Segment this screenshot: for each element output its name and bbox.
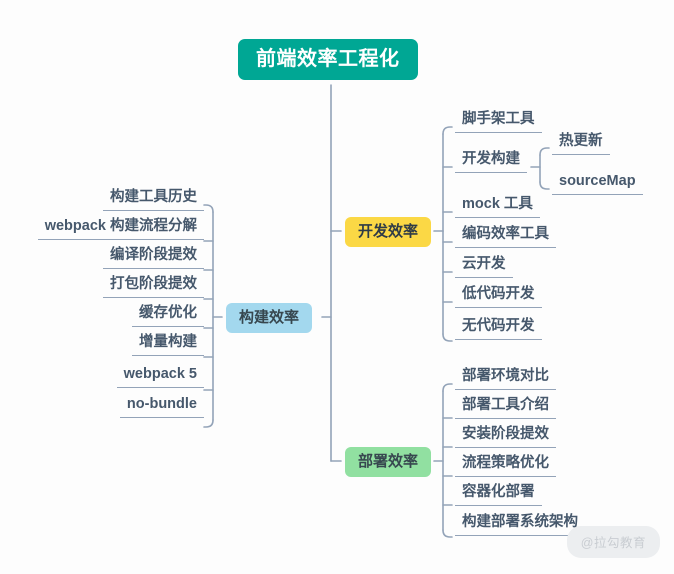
connector-dev-child-1 (442, 126, 453, 135)
connector-build-child-8 (203, 419, 214, 428)
connector-devbuild-child-1 (539, 147, 550, 156)
leaf-node-label: sourceMap (559, 173, 636, 189)
leaf-node[interactable]: 无代码开发 (455, 315, 542, 341)
root-node-label: 前端效率工程化 (256, 48, 400, 70)
leaf-node[interactable]: sourceMap (552, 170, 643, 196)
leaf-node[interactable]: 缓存优化 (132, 302, 204, 328)
leaf-node[interactable]: 打包阶段提效 (103, 273, 204, 299)
leaf-node[interactable]: webpack 5 (116, 363, 204, 389)
leaf-node[interactable]: 安装阶段提效 (455, 423, 556, 449)
leaf-node-label: 脚手架工具 (462, 111, 535, 127)
leaf-node-label: no-bundle (126, 396, 197, 412)
leaf-node[interactable]: 流程策略优化 (455, 452, 556, 478)
leaf-node[interactable]: 部署环境对比 (455, 365, 556, 391)
leaf-node-label: 部署环境对比 (462, 368, 549, 384)
leaf-node-label: 部署工具介绍 (462, 397, 549, 413)
connector-devbuild-child-2 (539, 181, 550, 190)
leaf-node-label: 增量构建 (139, 334, 197, 350)
leaf-node[interactable]: 构建工具历史 (103, 186, 204, 212)
leaf-node[interactable]: 构建部署系统架构 (455, 511, 585, 537)
leaf-node-label: 编译阶段提效 (110, 247, 197, 263)
branch-node-build[interactable]: 构建效率 (226, 303, 313, 333)
branch-node-dev[interactable]: 开发效率 (345, 217, 432, 247)
leaf-node[interactable]: 开发构建 (455, 148, 527, 174)
leaf-node[interactable]: 编码效率工具 (455, 223, 556, 249)
leaf-node-label: 云开发 (462, 256, 506, 272)
leaf-node[interactable]: webpack 构建流程分解 (37, 215, 204, 241)
branch-node-dev-label: 开发效率 (358, 223, 419, 240)
branch-node-build-label: 构建效率 (239, 309, 300, 326)
leaf-node[interactable]: 低代码开发 (455, 283, 542, 309)
leaf-node-label: 构建工具历史 (110, 189, 197, 205)
leaf-node-label: 缓存优化 (139, 305, 197, 321)
branch-node-deploy[interactable]: 部署效率 (345, 447, 432, 477)
leaf-node-label: 开发构建 (462, 151, 520, 167)
leaf-node[interactable]: 编译阶段提效 (103, 244, 204, 270)
connector-build-child-1 (203, 204, 214, 213)
branch-node-deploy-label: 部署效率 (358, 453, 419, 470)
connector-deploy-child-6 (442, 529, 453, 538)
leaf-node-label: 打包阶段提效 (110, 276, 197, 292)
root-node[interactable]: 前端效率工程化 (238, 39, 418, 80)
leaf-node[interactable]: 增量构建 (132, 331, 204, 357)
leaf-node[interactable]: no-bundle (119, 393, 204, 419)
leaf-node-label: mock 工具 (462, 196, 533, 212)
leaf-node-label: 无代码开发 (462, 318, 535, 334)
connector-dev-child-7 (442, 333, 453, 342)
leaf-node-label: 低代码开发 (462, 286, 535, 302)
leaf-node[interactable]: 热更新 (552, 130, 610, 156)
leaf-node-label: webpack 5 (123, 366, 197, 382)
leaf-node[interactable]: mock 工具 (455, 193, 540, 219)
watermark: @拉勾教育 (566, 526, 660, 558)
connector-deploy-child-1 (442, 383, 453, 392)
leaf-node[interactable]: 云开发 (455, 253, 513, 279)
leaf-node-label: 构建部署系统架构 (462, 514, 578, 530)
leaf-node-label: webpack 构建流程分解 (44, 218, 197, 234)
leaf-node-label: 安装阶段提效 (462, 426, 549, 442)
leaf-node[interactable]: 容器化部署 (455, 481, 542, 507)
leaf-node[interactable]: 脚手架工具 (455, 108, 542, 134)
leaf-node-label: 编码效率工具 (462, 226, 549, 242)
leaf-node-label: 流程策略优化 (462, 455, 549, 471)
leaf-node-label: 热更新 (559, 133, 603, 149)
leaf-node[interactable]: 部署工具介绍 (455, 394, 556, 420)
leaf-node-label: 容器化部署 (462, 484, 535, 500)
